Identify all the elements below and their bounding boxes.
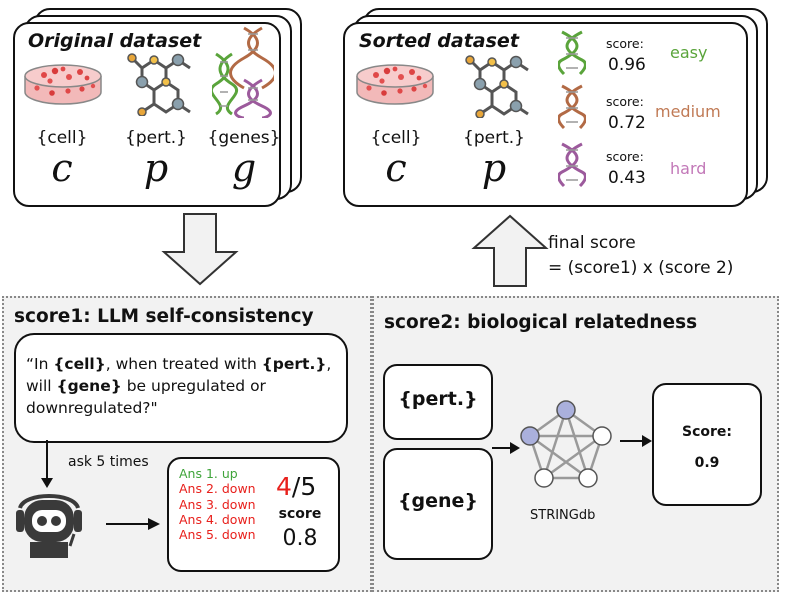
dna-genes-icon (212, 26, 274, 118)
answer-4: Ans 4. down (179, 511, 256, 527)
answer-5: Ans 5. down (179, 527, 256, 543)
pert-symbol: p (481, 146, 507, 190)
score2-score-label: Score: (682, 424, 732, 440)
cell-label: {cell} (370, 128, 422, 148)
score2-result-box (652, 383, 762, 506)
ratio-display: 4/5 (276, 472, 316, 501)
final-score-line1: final score (548, 233, 636, 253)
cell-symbol: c (385, 146, 407, 190)
score-label-medium: score: (606, 94, 644, 109)
score-value-medium: 0.72 (608, 113, 646, 133)
score2-title: score2: biological relatedness (384, 312, 698, 333)
score1-score-value: 0.8 (282, 526, 318, 551)
final-score-line2: = (score1) x (score 2) (548, 258, 734, 278)
down-arrow-icon (161, 213, 239, 286)
pert-box (383, 364, 493, 440)
petri-dish-icon (356, 64, 434, 105)
answer-1: Ans 1. up (179, 466, 238, 481)
score-value-easy: 0.96 (608, 55, 646, 75)
molecule-icon (465, 55, 529, 118)
inputs-to-network-arrow-icon (492, 442, 520, 454)
score1-score-label: score (278, 506, 322, 522)
score-label-hard: score: (606, 149, 644, 164)
original-dataset-title: Original dataset (28, 30, 202, 52)
score-label-easy: score: (606, 36, 644, 51)
answer-2: Ans 2. down (179, 481, 256, 497)
petri-dish-icon (24, 64, 102, 105)
up-arrow-icon (471, 214, 549, 287)
cell-symbol: c (51, 146, 73, 190)
pert-box-label: {pert.} (398, 388, 478, 410)
difficulty-medium: medium (655, 102, 721, 121)
difficulty-easy: easy (670, 43, 708, 62)
score-value-hard: 0.43 (608, 168, 646, 188)
stringdb-label: STRINGdb (530, 508, 596, 523)
pert-symbol: p (143, 146, 169, 190)
robot-icon (16, 494, 82, 558)
sorted-dataset-card (343, 22, 748, 207)
molecule-icon (127, 53, 191, 116)
dna-easy-icon (558, 30, 586, 76)
pert-label: {pert.} (125, 128, 187, 148)
answers-list: Ans 1. up Ans 2. down Ans 3. down Ans 4.… (179, 466, 256, 542)
gene-box-label: {gene} (398, 490, 478, 512)
gene-box (383, 448, 493, 560)
answer-3: Ans 3. down (179, 496, 256, 512)
ask-five-times-label: ask 5 times (68, 454, 149, 470)
robot-to-answers-arrow-icon (106, 518, 160, 530)
network-to-score-arrow-icon (620, 435, 652, 447)
score1-title: score1: LLM self-consistency (14, 306, 314, 327)
genes-label: {genes} (207, 128, 281, 148)
prompt-text: “In {cell}, when treated with {pert.}, w… (26, 355, 332, 417)
difficulty-hard: hard (670, 159, 707, 178)
dna-hard-icon (558, 142, 586, 188)
prompt-box (14, 333, 348, 443)
ratio-denominator: /5 (291, 472, 317, 501)
cell-label: {cell} (36, 128, 88, 148)
ask-arrow-icon (41, 440, 53, 488)
genes-symbol: g (231, 146, 257, 190)
sorted-dataset-title: Sorted dataset (359, 30, 519, 52)
string-network-icon (520, 400, 612, 488)
pert-label: {pert.} (463, 128, 525, 148)
dna-medium-icon (558, 84, 586, 130)
ratio-numerator: 4 (276, 472, 292, 501)
answers-box (167, 457, 340, 572)
score2-score-value: 0.9 (694, 455, 720, 471)
